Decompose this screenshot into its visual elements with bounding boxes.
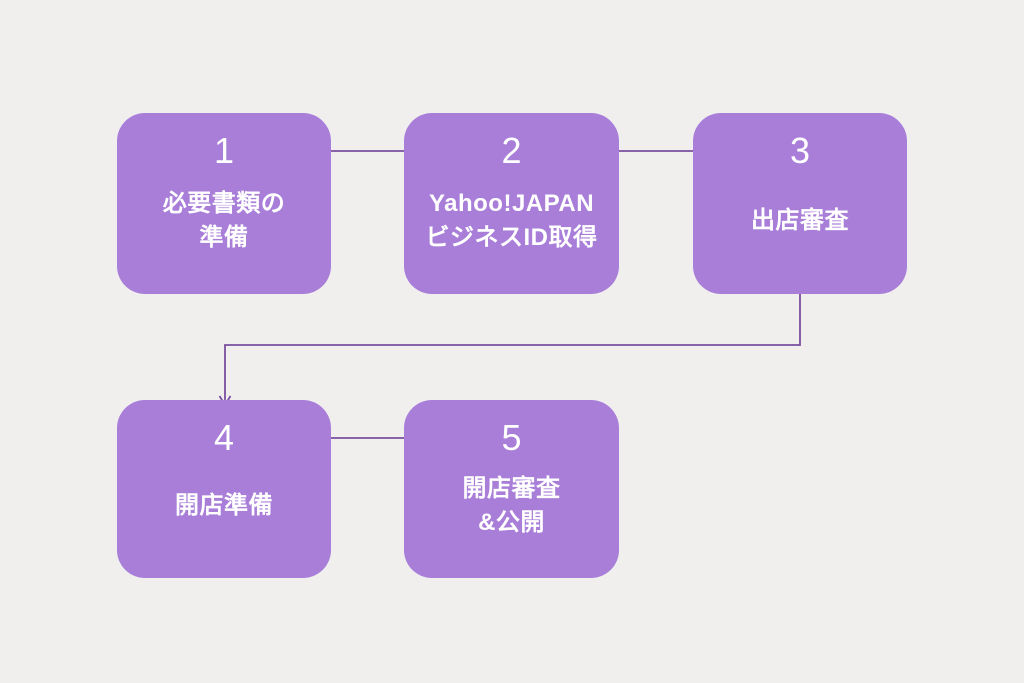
step-node-3: 3 出店審査 [693,113,907,294]
step-node-1: 1 必要書類の 準備 [117,113,331,294]
arrow-step3-to-step4 [218,292,801,407]
step-node-5: 5 開店審査 &公開 [404,400,619,578]
step-label: 開店審査 &公開 [462,475,561,536]
step-label: Yahoo!JAPAN ビジネスID取得 [425,189,598,251]
step-label: 出店審査 [751,206,849,234]
step-label: 開店準備 [175,492,273,519]
step-number: 4 [213,417,235,458]
step-label: 必要書類の 準備 [162,189,286,251]
step-number: 2 [501,130,522,171]
step-node-4: 4 開店準備 [117,400,331,578]
step-number: 3 [789,130,811,171]
step-number: 1 [213,130,235,171]
step-number: 5 [501,417,522,458]
step-node-2: 2 Yahoo!JAPAN ビジネスID取得 [404,113,619,294]
